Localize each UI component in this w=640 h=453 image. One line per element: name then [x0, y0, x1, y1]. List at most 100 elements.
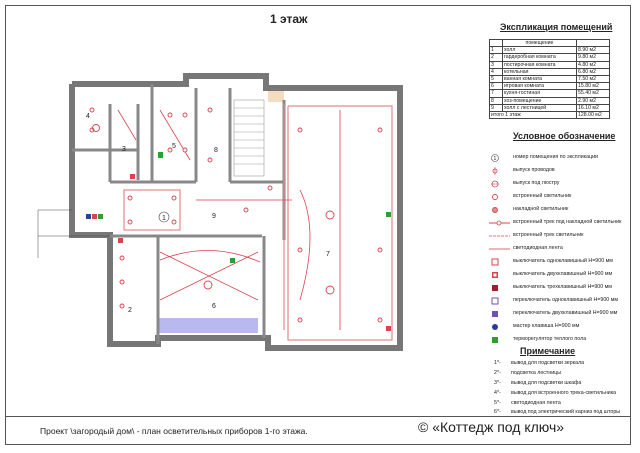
- playroom-floor-area: [158, 318, 258, 333]
- row-num: 9: [489, 103, 503, 112]
- svg-text:1: 1: [494, 156, 497, 162]
- room-number-1: 1: [162, 215, 166, 222]
- note-key: 5*-: [494, 400, 501, 406]
- legend-label: выключатель трехклавишный Н=900 мм: [513, 284, 612, 290]
- recessed-light-icon: [492, 194, 498, 200]
- note-key: 3*-: [494, 380, 501, 386]
- row-num: 3: [489, 60, 503, 69]
- drawing-sheet-frame: [5, 5, 631, 445]
- row-area: 9.80 м2: [576, 53, 610, 62]
- explication-title: Экспликация помещений: [500, 22, 613, 32]
- note-key: 2*-: [494, 370, 501, 376]
- wiring-lines: [117, 109, 341, 330]
- room-number-4: 4: [86, 113, 90, 120]
- surface-light-icon: [492, 207, 498, 213]
- legend-item: переключатель одноклавишный Н=900 мм: [488, 295, 630, 307]
- legend-label: переключатель одноклавишный Н=900 мм: [513, 297, 618, 303]
- row-num: 8: [489, 96, 503, 105]
- note-text: вывод под электрический карниз под шторы: [511, 409, 621, 415]
- row-area: 55.40 м2: [576, 89, 610, 98]
- row-num: 7: [489, 89, 503, 98]
- row-num: 2: [489, 53, 503, 62]
- legend-item: встроенный трек светильник: [488, 230, 630, 242]
- notes-title: Примечание: [520, 346, 576, 356]
- floor-title: 1 этаж: [270, 12, 308, 26]
- legend-label: мастер клавиша Н=900 мм: [513, 323, 580, 329]
- room-number-9: 9: [212, 213, 216, 220]
- legend-item: накладной светильник: [488, 204, 630, 216]
- room-number-8: 8: [214, 147, 218, 154]
- legend-item: мастер клавиша Н=900 мм: [488, 321, 630, 333]
- note-text: вывод для подсветки зеркала: [511, 360, 585, 366]
- recessed-track-icon: [489, 235, 510, 237]
- row-area: 6.80 м2: [576, 67, 610, 76]
- legend-label: номер помещения по экспликации: [513, 154, 599, 160]
- note-key: 4*-: [494, 390, 501, 396]
- row-name: холл с лестницей: [502, 103, 577, 112]
- legend-item: выключатель двухклавишный Н=900 мм: [488, 269, 630, 281]
- row-name: ванная комната: [502, 74, 577, 84]
- note-item: 2*- подсветка лестницы: [494, 370, 561, 376]
- row-name: хоз-помещение: [502, 96, 577, 105]
- chandelier-outlets: [92, 124, 335, 295]
- legend-label: встроенный трек светильник: [513, 232, 584, 238]
- row-area: 7.50 м2: [576, 74, 610, 84]
- master-key-icon: [492, 324, 498, 330]
- legend-item: 1 номер помещения по экспликации: [488, 152, 630, 164]
- header-area: [576, 38, 610, 48]
- legend-label: встроенный светильник: [513, 193, 572, 199]
- wire-outlet-icon: [492, 167, 498, 175]
- header-name: помещение: [502, 38, 577, 48]
- room-number-7: 7: [326, 251, 330, 258]
- note-text: вывод для подсветки шкафа: [511, 380, 582, 386]
- row-area: 2.90 м2: [576, 96, 610, 105]
- legend-label: светодиодная лента: [513, 245, 563, 251]
- legend-label: выключатель двухклавишный Н=900 мм: [513, 271, 613, 277]
- legend-title: Условное обозначение: [513, 131, 616, 141]
- row-name: постирочная комната: [502, 60, 577, 69]
- legend-label: выпуск проводов: [513, 167, 555, 173]
- note-key: 6*-: [494, 409, 501, 415]
- title-block-divider: [5, 416, 631, 417]
- interior-walls: [72, 84, 286, 344]
- entry-porch: [37, 209, 110, 258]
- legend-item: переключатель двухклавишный Н=900 мм: [488, 308, 630, 320]
- brand-signature: © «Коттедж под ключ»: [418, 419, 565, 435]
- chandelier-outlet-icon: [491, 180, 499, 188]
- exterior-walls: [69, 73, 403, 351]
- switches: [86, 152, 391, 331]
- legend-item: терморегулятор теплого пола: [488, 334, 630, 346]
- legend-label: выпуск под люстру: [513, 180, 560, 186]
- legend-item: встроенный светильник: [488, 191, 630, 203]
- double-switch-icon: [492, 272, 498, 278]
- legend-label: терморегулятор теплого пола: [513, 336, 587, 342]
- note-text: подсветка лестницы: [511, 370, 562, 376]
- recessed-lights: [89, 107, 383, 323]
- row-name: холл: [502, 46, 577, 55]
- room-number-2: 2: [128, 307, 132, 314]
- legend-label: накладной светильник: [513, 206, 569, 212]
- total-area: 128.00 м2: [576, 110, 610, 120]
- row-num: 4: [489, 67, 503, 76]
- room-number-6: 6: [212, 303, 216, 310]
- triple-switch-icon: [492, 285, 498, 291]
- row-area: 15.80 м2: [576, 82, 610, 91]
- total-name: итого 1 этаж: [489, 110, 577, 120]
- legend-item: встроенный трек под накладной светильник: [488, 217, 630, 229]
- note-item: 5*-светодиодная лента: [494, 400, 561, 406]
- legend-label: выключатель одноклавишный Н=900 мм: [513, 258, 613, 264]
- single-toggle-icon: [491, 297, 499, 305]
- note-key: 1*-: [494, 360, 501, 366]
- row-num: 5: [489, 74, 503, 84]
- row-name: игровая комната: [502, 82, 577, 91]
